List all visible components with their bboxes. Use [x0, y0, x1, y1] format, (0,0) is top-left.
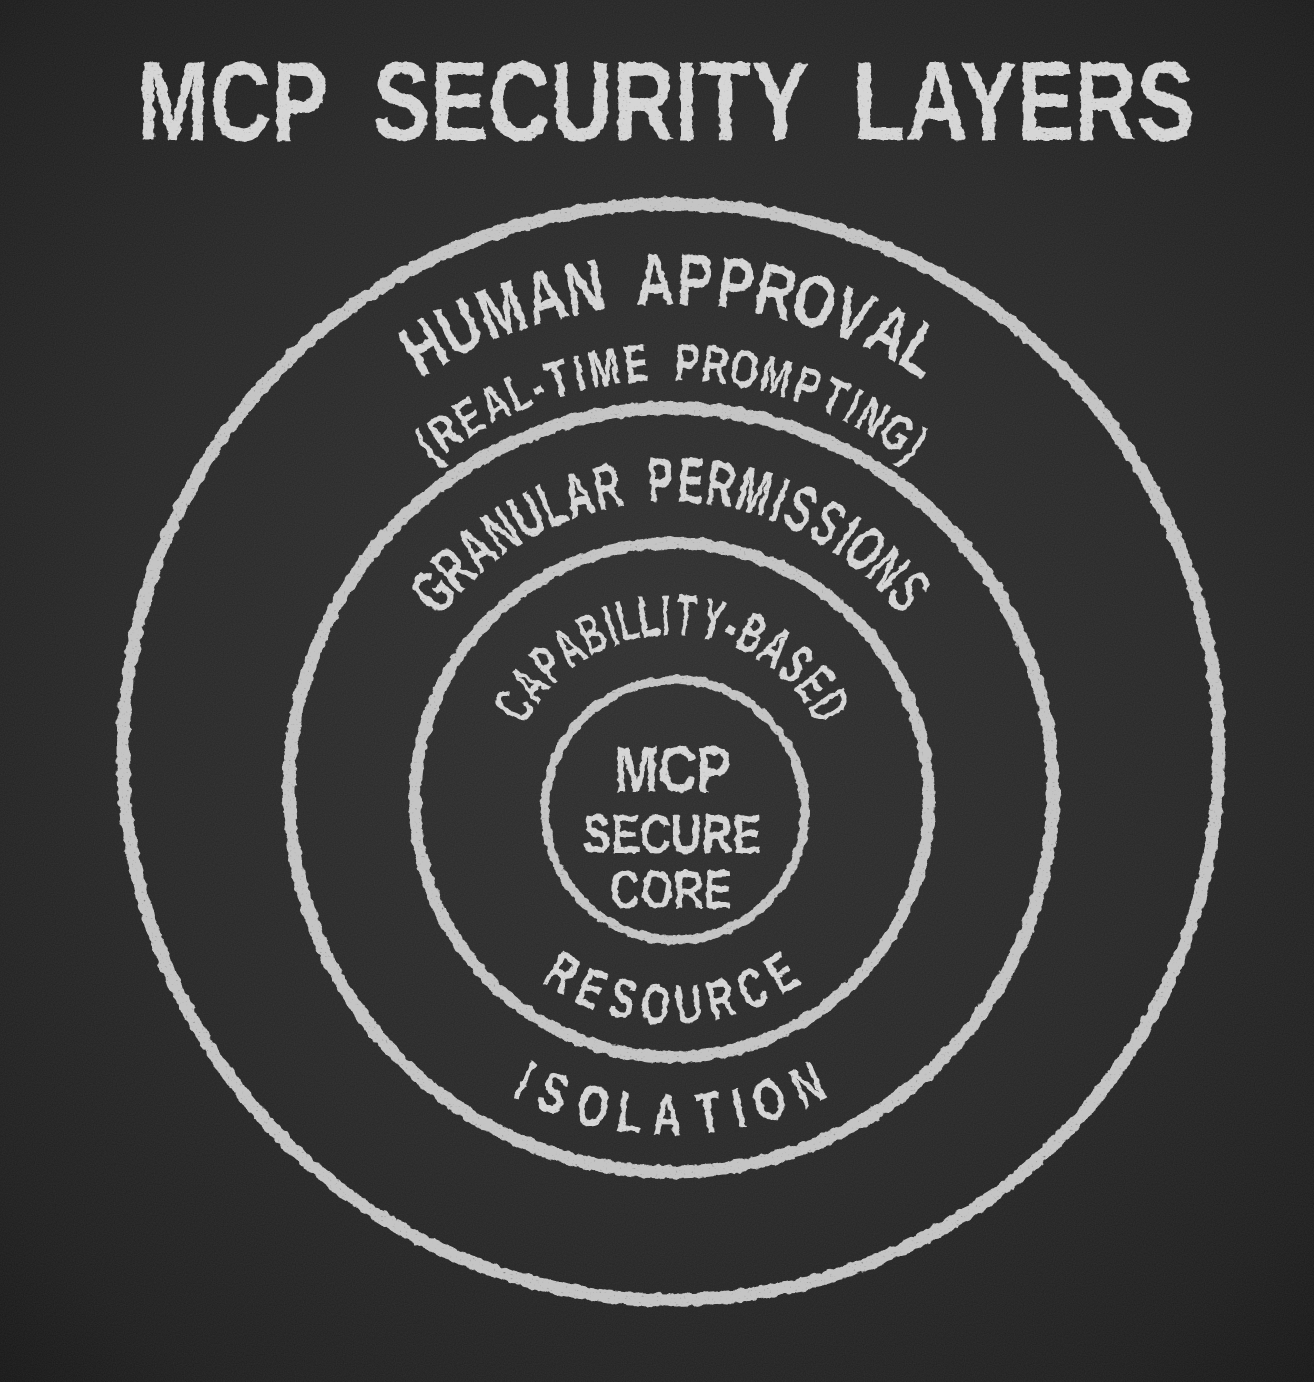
core-line-core: CORE: [610, 860, 732, 920]
arc-label-human-approval-char: A: [634, 238, 675, 322]
arc-label-resource-char: O: [639, 973, 673, 1038]
core-line-secure: SECURE: [583, 804, 762, 865]
arc-label-resource-char: U: [673, 973, 705, 1037]
ring-circle-secure-core: [540, 675, 810, 945]
arc-label-human-approval-char: P: [675, 238, 715, 322]
arc-label-granular-permissions-char: P: [646, 445, 674, 517]
ring-circle-granular-permissions: [282, 401, 1060, 1179]
arc-label-isolation-char: A: [652, 1083, 682, 1148]
arc-label-capabillity-based-char: I: [660, 583, 671, 648]
arc-label-real-time-prompting-char: P: [674, 332, 701, 392]
core-line-mcp: MCP: [614, 732, 731, 806]
diagram-title: MCP SECURITY LAYERS: [137, 40, 1194, 164]
arc-label-real-time-prompting-char: E: [622, 333, 651, 394]
arc-label-granular-permissions-char: E: [676, 445, 706, 518]
ring-circle-capabillity-based: [409, 537, 935, 1063]
secure-core-label: MCP SECURE CORE: [583, 732, 762, 920]
ring-circle-human-approval: [116, 197, 1226, 1307]
